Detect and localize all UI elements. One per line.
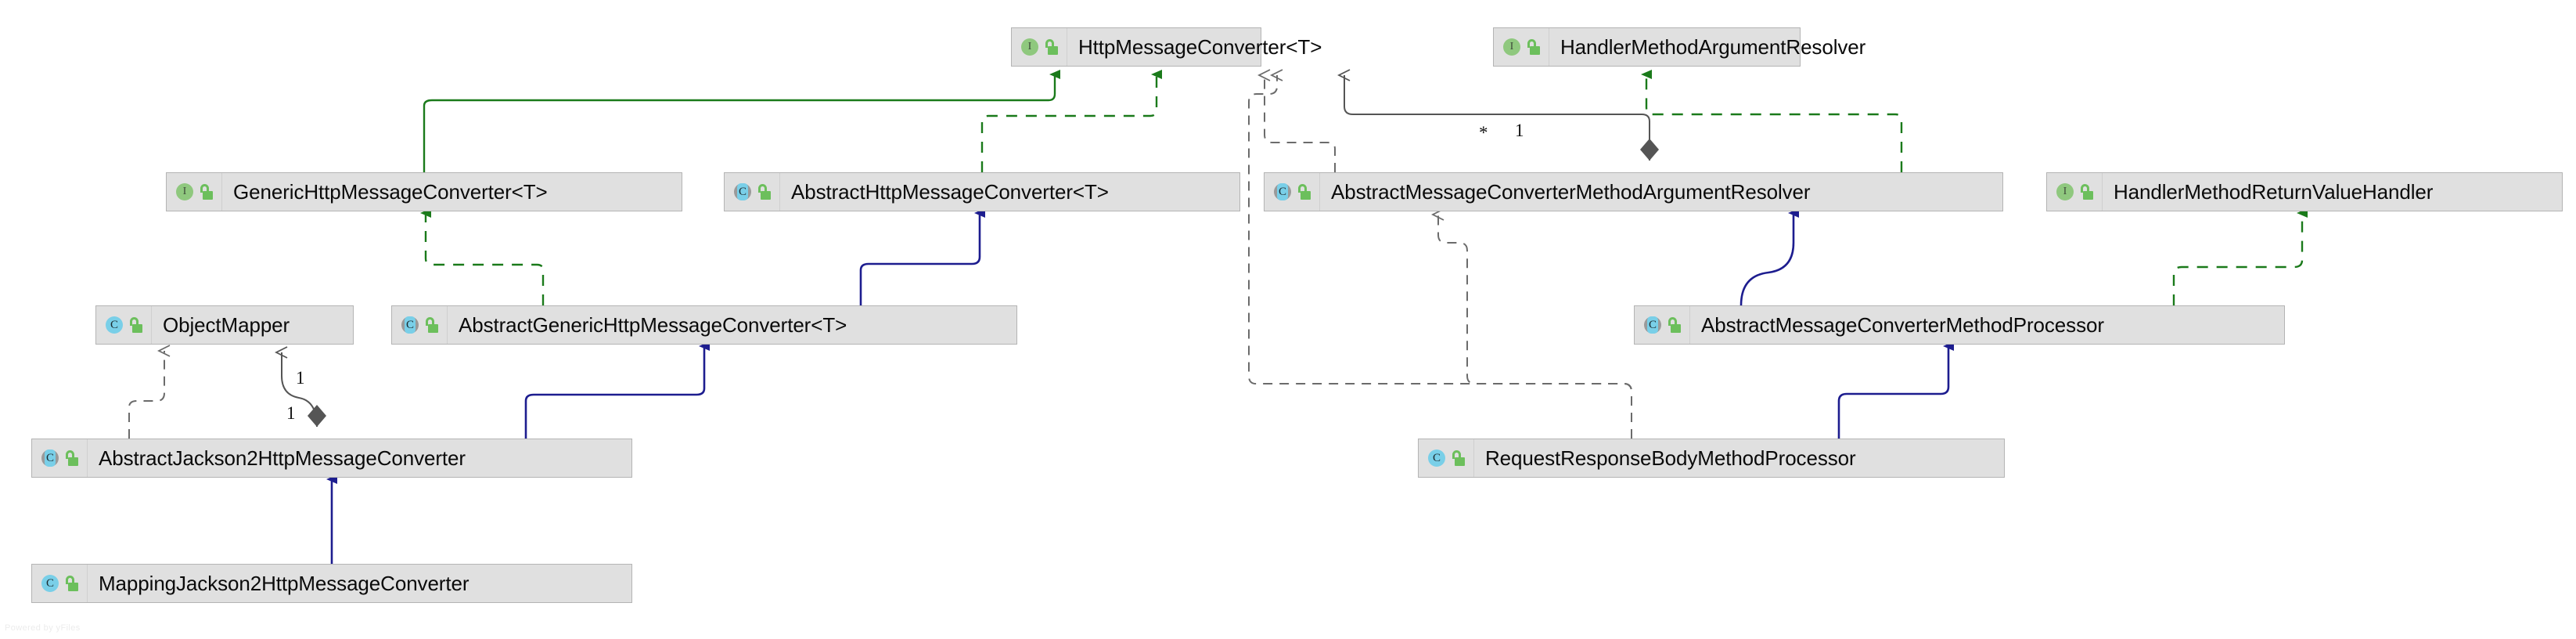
node-label: HandlerMethodReturnValueHandler bbox=[2114, 180, 2434, 204]
node-icon-bar: C bbox=[1265, 173, 1320, 211]
edge-jackson2-to-abstractgeneric bbox=[524, 341, 710, 439]
interface-icon: I bbox=[175, 182, 194, 201]
open-padlock-icon bbox=[2079, 183, 2095, 200]
node-object-mapper[interactable]: C ObjectMapper bbox=[95, 305, 354, 345]
node-handler-method-argument-resolver[interactable]: I HandlerMethodArgumentResolver bbox=[1493, 27, 1865, 67]
open-padlock-icon bbox=[1044, 38, 1060, 56]
node-icon-bar: I bbox=[1494, 28, 1549, 66]
edge-requestresponse-to-httpmessageconverter-dependency bbox=[1248, 75, 1632, 439]
node-abstract-generic-http-message-converter[interactable]: C AbstractGenericHttpMessageConverter<T> bbox=[391, 305, 1017, 345]
node-abstract-message-converter-method-processor[interactable]: C AbstractMessageConverterMethodProcesso… bbox=[1634, 305, 2285, 345]
node-icon-bar: I bbox=[167, 173, 222, 211]
node-icon-bar: C bbox=[32, 565, 88, 602]
interface-icon: I bbox=[2056, 182, 2074, 201]
node-label: AbstractGenericHttpMessageConverter<T> bbox=[459, 313, 847, 337]
edge-label-aggregation-one: 1 bbox=[1515, 121, 1524, 140]
yfiles-watermark: Powered by yFiles bbox=[5, 623, 81, 633]
edge-label-objectmapper-target-one: 1 bbox=[286, 403, 296, 423]
class-icon: C bbox=[1427, 449, 1446, 468]
node-icon-bar: C bbox=[725, 173, 780, 211]
node-label: AbstractMessageConverterMethodProcessor bbox=[1701, 313, 2104, 337]
class-icon: C bbox=[41, 574, 59, 593]
node-icon-bar: C bbox=[96, 306, 152, 344]
edge-label-aggregation-star: * bbox=[1479, 123, 1488, 143]
edge-generic-to-httpmessageconverter bbox=[423, 70, 1060, 172]
edge-argresolver-to-httpmessageconverter-aggregation bbox=[1344, 75, 1659, 161]
abstract-class-icon: C bbox=[1273, 182, 1292, 201]
abstract-class-icon: C bbox=[401, 316, 419, 334]
abstract-class-icon: C bbox=[733, 182, 752, 201]
node-label: GenericHttpMessageConverter<T> bbox=[233, 180, 548, 204]
abstract-class-icon: C bbox=[41, 449, 59, 468]
node-label: AbstractHttpMessageConverter<T> bbox=[791, 180, 1109, 204]
open-padlock-icon bbox=[1451, 449, 1466, 467]
open-padlock-icon bbox=[757, 183, 772, 200]
node-label: MappingJackson2HttpMessageConverter bbox=[99, 572, 470, 595]
edge-abstractgeneric-to-abstracthttp bbox=[859, 208, 985, 305]
node-label: RequestResponseBodyMethodProcessor bbox=[1485, 446, 1856, 470]
open-padlock-icon bbox=[1297, 183, 1312, 200]
edge-abstracthttp-to-httpmessageconverter bbox=[980, 70, 1162, 172]
node-icon-bar: C bbox=[1419, 439, 1474, 477]
node-icon-bar: C bbox=[32, 439, 88, 477]
node-label: ObjectMapper bbox=[163, 313, 290, 337]
node-icon-bar: C bbox=[1635, 306, 1690, 344]
edge-label-objectmapper-source-one: 1 bbox=[296, 368, 305, 388]
node-label: HandlerMethodArgumentResolver bbox=[1560, 35, 1866, 59]
node-handler-method-return-value-handler[interactable]: I HandlerMethodReturnValueHandler bbox=[2046, 172, 2563, 211]
node-label: HttpMessageConverter<T> bbox=[1078, 35, 1322, 59]
open-padlock-icon bbox=[1526, 38, 1542, 56]
edge-jackson2-to-objectmapper-dependency bbox=[128, 351, 164, 439]
edge-requestresponse-to-processor bbox=[1837, 341, 1954, 439]
node-icon-bar: C bbox=[392, 306, 448, 344]
open-padlock-icon bbox=[424, 316, 440, 334]
node-abstract-http-message-converter[interactable]: C AbstractHttpMessageConverter<T> bbox=[724, 172, 1240, 211]
node-generic-http-message-converter[interactable]: I GenericHttpMessageConverter<T> bbox=[166, 172, 682, 211]
edge-processor-to-returnvaluehandler bbox=[2172, 208, 2308, 305]
node-label: AbstractMessageConverterMethodArgumentRe… bbox=[1331, 180, 1811, 204]
edge-argresolver-to-handlerargresolver bbox=[1641, 70, 1903, 172]
open-padlock-icon bbox=[199, 183, 214, 200]
edge-argresolver-to-httpmessageconverter-dependency bbox=[1265, 75, 1336, 172]
class-icon: C bbox=[105, 316, 124, 334]
node-icon-bar: I bbox=[2047, 173, 2103, 211]
open-padlock-icon bbox=[1667, 316, 1682, 334]
open-padlock-icon bbox=[128, 316, 144, 334]
node-abstract-jackson2-http-message-converter[interactable]: C AbstractJackson2HttpMessageConverter bbox=[31, 439, 632, 478]
open-padlock-icon bbox=[64, 575, 80, 592]
open-padlock-icon bbox=[64, 449, 80, 467]
interface-icon: I bbox=[1502, 38, 1521, 56]
node-request-response-body-method-processor[interactable]: C RequestResponseBodyMethodProcessor bbox=[1418, 439, 2005, 478]
abstract-class-icon: C bbox=[1643, 316, 1662, 334]
interface-icon: I bbox=[1020, 38, 1039, 56]
edge-abstractgeneric-to-generic bbox=[420, 208, 545, 305]
edge-requestresponse-to-argresolver-dependency bbox=[1438, 215, 1632, 439]
node-mapping-jackson2-http-message-converter[interactable]: C MappingJackson2HttpMessageConverter bbox=[31, 564, 632, 603]
edge-processor-to-argresolver bbox=[1740, 208, 1799, 306]
node-abstract-message-converter-method-argument-resolver[interactable]: C AbstractMessageConverterMethodArgument… bbox=[1264, 172, 2003, 211]
node-http-message-converter[interactable]: I HttpMessageConverter<T> bbox=[1011, 27, 1322, 67]
node-label: AbstractJackson2HttpMessageConverter bbox=[99, 446, 466, 470]
node-icon-bar: I bbox=[1012, 28, 1067, 66]
